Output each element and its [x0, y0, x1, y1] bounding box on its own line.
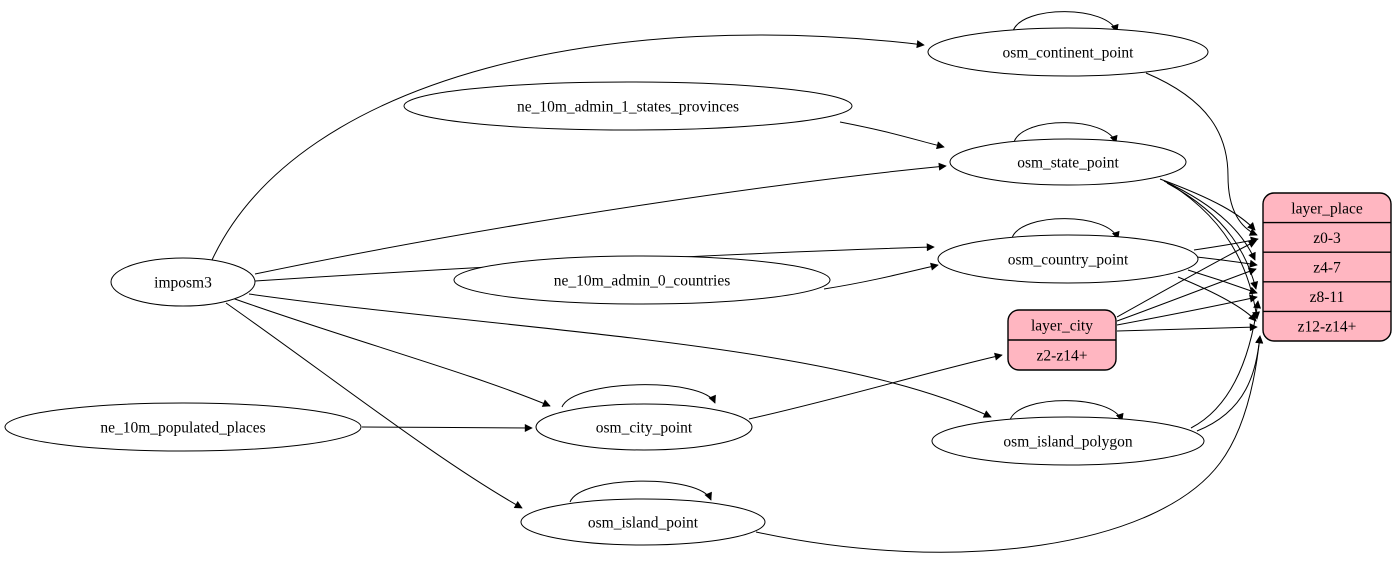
layer-record-box [1262, 192, 1392, 342]
edge-osm_country_point-to-layer_place-z8-11 [1187, 269, 1258, 295]
table-ellipse [949, 138, 1187, 186]
table-ellipse [4, 402, 362, 452]
table-ellipse [927, 27, 1209, 77]
edge-osm_country_point-to-layer_place-z12-z14+ [1177, 276, 1257, 322]
edge-layer_city-to-layer_place-z8-11 [1116, 294, 1258, 326]
edge-osm_country_point-to-layer_place-z4-7 [1196, 256, 1258, 268]
edge-layer_city-to-layer_place-z4-7 [1116, 267, 1257, 322]
table-ellipse [937, 234, 1199, 284]
table-ellipse [453, 255, 831, 305]
edge-osm_state_point-to-layer_place-z4-7 [1163, 180, 1256, 261]
node-label: ne_10m_admin_0_countries [554, 273, 731, 290]
node-label: osm_country_point [1008, 252, 1129, 269]
record-header-label: layer_place [1291, 200, 1363, 217]
edge-osm_island_polygon-to-layer_place-z8-11 [1190, 300, 1262, 429]
node-osm_country_point: osm_country_point [937, 234, 1199, 284]
node-ne_10m_populated_places: ne_10m_populated_places [4, 402, 362, 452]
self-loop-osm_country_point [1011, 218, 1120, 240]
edge-osm_island_point-to-layer_place-z12-z14+ [755, 335, 1264, 553]
table-ellipse [535, 403, 753, 451]
self-loop-osm_continent_point [1012, 11, 1119, 33]
table-ellipse [403, 81, 853, 131]
edge-imposm3-to-osm_continent_point [211, 34, 925, 261]
node-osm_island_point: osm_island_point [520, 498, 766, 546]
record-zoom-row-label: z4-7 [1313, 260, 1341, 277]
table-ellipse [520, 498, 766, 546]
table-ellipse [931, 416, 1205, 466]
node-label: osm_island_polygon [1003, 434, 1132, 451]
edge-osm_state_point-to-layer_place-z0-3 [1159, 178, 1256, 231]
node-ne_10m_admin_0_countries: ne_10m_admin_0_countries [453, 255, 831, 305]
node-label: osm_continent_point [1003, 45, 1135, 62]
node-osm_island_polygon: osm_island_polygon [931, 416, 1205, 466]
table-ellipse [110, 257, 256, 307]
node-layer_place: layer_place z0-3 z4-7 z8-11 z12-z14+ [1262, 192, 1392, 342]
record-zoom-row-label: z2-z14+ [1037, 348, 1088, 365]
edge-osm_state_point-to-layer_place-z8-11 [1166, 182, 1259, 290]
self-loop-osm_city_point [561, 384, 716, 408]
node-imposm3: imposm3 [110, 257, 256, 307]
node-osm_state_point: osm_state_point [949, 138, 1187, 186]
edge-layer_city-to-layer_place-z12-z14+ [1116, 323, 1258, 332]
node-label: imposm3 [154, 275, 212, 292]
edge-imposm3-to-osm_island_point [225, 302, 523, 509]
edge-ne_10m_admin_1_states_provinces-to-osm_state_point [839, 121, 945, 150]
edge-imposm3-to-osm_city_point [231, 297, 551, 407]
node-osm_city_point: osm_city_point [535, 403, 753, 451]
node-osm_continent_point: osm_continent_point [927, 27, 1209, 77]
record-zoom-row-label: z8-11 [1310, 289, 1345, 306]
edge-imposm3-to-osm_island_polygon [248, 293, 992, 418]
self-loop-osm_state_point [1013, 122, 1118, 144]
node-label: osm_island_point [588, 515, 699, 532]
edge-osm_country_point-to-layer_place-z0-3 [1193, 236, 1259, 251]
record-zoom-row-label: z12-z14+ [1298, 319, 1357, 336]
edge-osm_island_polygon-to-layer_place-z12-z14+ [1196, 335, 1264, 432]
edge-osm_city_point-to-layer_city-z2-z14+ [748, 352, 1003, 420]
edge-layer_city-to-layer_place-z0-3 [1116, 240, 1257, 318]
record-zoom-row-label: z0-3 [1313, 230, 1341, 247]
edge-ne_10m_admin_0_countries-to-osm_country_point [823, 262, 939, 290]
node-layer_city: layer_city z2-z14+ [1007, 309, 1117, 371]
edge-ne_10m_populated_places-to-osm_city_point [361, 423, 533, 432]
node-label: osm_city_point [596, 420, 693, 437]
edge-osm_continent_point-to-layer_place-z0-3 [1145, 72, 1258, 236]
record-header-label: layer_city [1031, 318, 1093, 335]
node-ne_10m_admin_1_states_provinces: ne_10m_admin_1_states_provinces [403, 81, 853, 131]
self-loop-osm_island_polygon [1009, 400, 1124, 422]
self-loop-osm_island_point [569, 480, 712, 503]
node-label: ne_10m_populated_places [100, 420, 265, 437]
node-label: osm_state_point [1017, 155, 1119, 172]
edge-imposm3-to-osm_state_point [254, 162, 947, 275]
node-label: ne_10m_admin_1_states_provinces [517, 99, 739, 116]
